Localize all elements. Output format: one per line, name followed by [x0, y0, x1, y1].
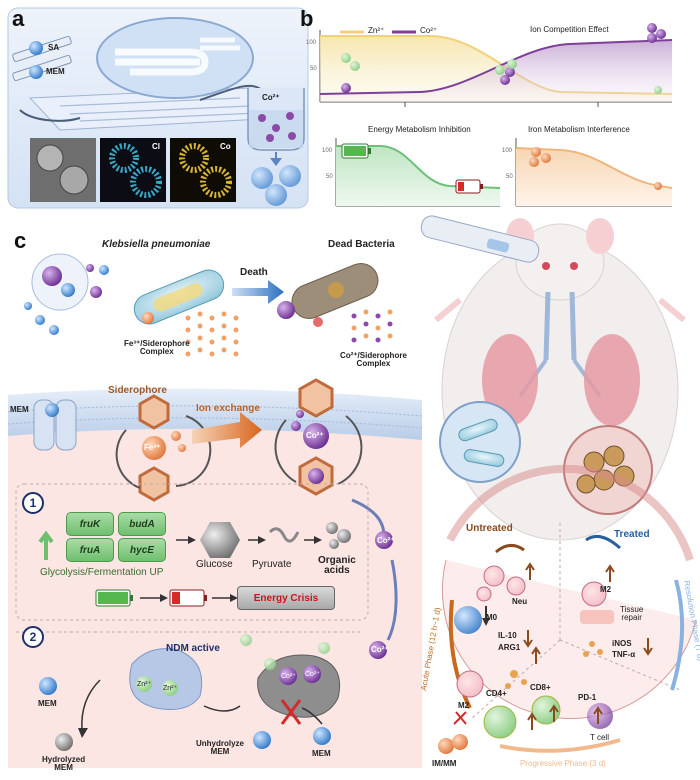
ion-exchange-label: Ion exchange	[196, 403, 260, 414]
gene-frik: fruK	[66, 512, 114, 536]
channel-label-co: Co	[220, 142, 231, 151]
species-label: Klebsiella pneumoniae	[102, 239, 211, 250]
gene-frua: fruA	[66, 538, 114, 562]
glucose-icon	[200, 522, 240, 558]
energy-crisis-box: Energy Crisis	[237, 586, 335, 610]
ndm-enzyme-icon	[129, 648, 203, 710]
pyruvate-label: Pyruvate	[252, 559, 292, 570]
gene-buda: budA	[118, 512, 166, 536]
chart-title-top: Ion Competition Effect	[530, 25, 609, 34]
chart-title-left: Energy Metabolism Inhibition	[368, 125, 471, 134]
tick-right-100: 100	[502, 148, 513, 154]
co-ion-label-3: Co²⁺	[371, 645, 389, 654]
arg1-label: ARG1	[498, 643, 521, 652]
co-label-2: Co²⁺	[305, 671, 320, 678]
tick-top-50: 50	[310, 66, 317, 72]
syringe-label-sa: SA	[48, 43, 60, 52]
channel-label-cl: Cl	[152, 142, 160, 151]
nebulizer-icon	[420, 215, 540, 263]
inos-label: iNOS	[612, 639, 632, 648]
m0-label: M0	[486, 613, 498, 622]
glucose-label: Glucose	[196, 559, 233, 570]
blocked-cross-icon	[280, 699, 302, 725]
cytoplasm	[8, 400, 422, 768]
cd4-label: CD4+	[486, 689, 507, 698]
tick-right-50: 50	[506, 174, 513, 180]
tnf-label: TNF-α	[612, 650, 636, 659]
il10-label: IL-10	[498, 631, 517, 640]
tick-left-100: 100	[322, 148, 333, 154]
mem-label: MEM	[10, 405, 29, 414]
panel-label-b: b	[300, 6, 314, 31]
co-label-1: Co²⁺	[281, 673, 296, 680]
beaker-label: Co²⁺	[262, 93, 280, 102]
untreated-label: Untreated	[466, 523, 513, 534]
dead-bacteria-label: Dead Bacteria	[328, 239, 395, 250]
panel-label-c: c	[14, 228, 27, 253]
ion-exchange-arrow	[192, 412, 262, 448]
pyruvate-icon	[268, 527, 300, 543]
panel-b	[319, 23, 673, 207]
death-arrow	[232, 280, 284, 304]
siderophore-icon	[138, 394, 170, 430]
battery-low-icon	[455, 179, 483, 194]
pd1-label: PD-1	[578, 693, 597, 702]
co-ion-label-2: Co²⁺	[377, 536, 395, 545]
battery-full-icon	[95, 589, 133, 607]
mem-label-3: MEM	[312, 749, 331, 758]
step-1-badge: 1	[22, 492, 44, 514]
tick-left-50: 50	[326, 174, 333, 180]
battery-low-icon	[169, 589, 207, 607]
legend-zn: Zn²⁺	[368, 26, 385, 35]
ndm-label: NDM active	[166, 643, 220, 654]
zn-label-1: Zn²⁺	[137, 681, 152, 688]
glycolysis-label: Glycolysis/Fermentation UP	[40, 567, 164, 578]
tcell-label: T cell	[590, 733, 609, 742]
bacterium-icon	[133, 269, 225, 325]
m2-label: M2	[458, 701, 470, 710]
immune-cycle	[438, 464, 697, 754]
progressive-phase-label: Progressive Phase (3 d)	[520, 759, 606, 768]
death-label: Death	[240, 267, 268, 278]
gene-hyce: hycE	[118, 538, 166, 562]
cd8-label: CD8+	[530, 683, 551, 692]
syringe-label-mem: MEM	[46, 67, 65, 76]
mem-label-2: MEM	[38, 699, 57, 708]
panel-label-a: a	[12, 6, 25, 31]
step-2-badge: 2	[22, 626, 44, 648]
m2-right-label: M2	[600, 585, 612, 594]
neu-label: Neu	[512, 597, 528, 606]
chart-title-right: Iron Metabolism Interference	[528, 125, 630, 134]
legend-co: Co²⁺	[420, 26, 438, 35]
dead-bacterium-icon	[291, 263, 379, 319]
co-ion-label: Co²⁺	[306, 431, 324, 440]
treated-label: Treated	[614, 529, 650, 540]
fe-ion-label: Fe³⁺	[144, 443, 161, 452]
siderophore-label: Siderophore	[108, 385, 167, 396]
tick-top-100: 100	[306, 40, 317, 46]
panel-a	[7, 7, 309, 209]
zn-label-2: Zn²⁺	[163, 685, 178, 692]
battery-full-icon	[341, 143, 371, 159]
panel-c	[7, 215, 697, 768]
imm-label: IM/MM	[432, 759, 457, 768]
